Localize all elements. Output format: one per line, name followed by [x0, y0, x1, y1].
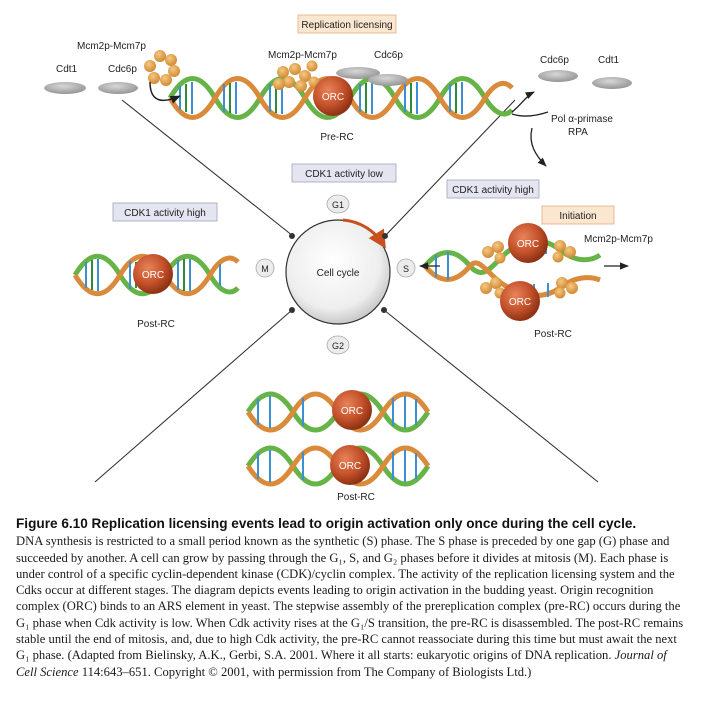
mcm-left-label: Mcm2p-Mcm7p	[77, 41, 146, 52]
orc-protein-bottom-lower	[330, 445, 370, 485]
caption-body: DNA synthesis is restricted to a small p…	[16, 533, 690, 680]
orc-protein-left	[133, 254, 173, 294]
phase-s-marker	[396, 258, 416, 278]
phase-g2-marker	[326, 335, 350, 355]
loading-arrow	[149, 81, 181, 104]
orc-right-upper-label: ORC	[517, 239, 539, 250]
replication-licensing-label: Replication licensing	[301, 20, 392, 31]
rpa-label: RPA	[568, 127, 588, 138]
orc-top-label: ORC	[322, 92, 344, 103]
post-rc-bottom-label: Post-RC	[337, 492, 375, 503]
mcm-complex-right	[480, 240, 578, 299]
cdt1-protein-right	[592, 77, 632, 89]
cdk-low-box	[291, 163, 397, 183]
cdc6-protein-top	[336, 67, 380, 79]
mcm-top-label: Mcm2p-Mcm7p	[268, 50, 337, 61]
free-licensing-factors	[44, 50, 181, 104]
phase-g1-label: G1	[332, 200, 344, 210]
replication-licensing-box	[297, 14, 397, 34]
cdc6-top-label: Cdc6p	[374, 50, 403, 61]
released-factors	[511, 70, 632, 167]
cdk-high-right-label: CDK1 activity high	[452, 185, 534, 196]
caption-journal: Journal of Cell Science	[16, 648, 667, 679]
cdt1-left-label: Cdt1	[56, 64, 78, 75]
phase-g1-marker	[326, 194, 350, 214]
dna-bottom-post-rc	[245, 390, 431, 487]
orc-right-lower-label: ORC	[509, 297, 531, 308]
mcm-complex-top	[273, 60, 320, 92]
orc-protein-bottom-upper	[332, 390, 372, 430]
cdt1-right-label: Cdt1	[598, 55, 620, 66]
dna-left-post-rc	[72, 253, 240, 297]
orc-bottom-lower-label: ORC	[339, 461, 361, 472]
cdk-high-right-box	[446, 179, 540, 199]
cdk-high-left-box	[112, 202, 218, 222]
cell-cycle-circle	[255, 194, 416, 355]
cdt1-protein-top	[368, 74, 408, 86]
cdt1-protein-left	[44, 82, 86, 94]
cdc6-right-label: Cdc6p	[540, 55, 569, 66]
phase-m-marker	[255, 258, 275, 278]
mcm-ring-left	[144, 50, 180, 86]
cycle-direction-arrow	[342, 218, 386, 249]
caption-citation: 114:643–651. Copyright © 2001, with perm…	[78, 664, 532, 679]
pre-rc-complex	[273, 60, 408, 116]
phase-m-label: M	[261, 264, 269, 274]
post-rc-right-label: Post-RC	[534, 329, 572, 340]
caption-text: DNA synthesis is restricted to a small p…	[16, 534, 684, 663]
caption-title: Figure 6.10 Replication licensing events…	[16, 516, 637, 531]
orc-protein-right-lower	[500, 281, 540, 321]
mcm-right-label: Mcm2p-Mcm7p	[584, 234, 653, 245]
cdc6-left-label: Cdc6p	[108, 64, 137, 75]
polymerase-arrow	[530, 127, 547, 167]
phase-s-label: S	[403, 264, 409, 274]
orc-protein-right-upper	[508, 223, 548, 263]
cell-cycle-label: Cell cycle	[317, 268, 360, 279]
cdc6-protein-right	[538, 70, 578, 82]
replication-licensing-diagram: Replication licensing Mcm2p-Mcm7p Cdt1 C…	[44, 14, 653, 503]
cross-lines	[94, 99, 599, 483]
label-boxes	[112, 14, 615, 225]
orc-bottom-upper-label: ORC	[341, 406, 363, 417]
initiation-box	[541, 205, 615, 225]
figure-caption: Figure 6.10 Replication licensing events…	[16, 516, 690, 680]
post-rc-left-label: Post-RC	[137, 319, 175, 330]
orc-protein-top	[313, 76, 353, 116]
phase-g2-label: G2	[332, 341, 344, 351]
dna-right-initiation	[419, 223, 629, 321]
cdk-low-label: CDK1 activity low	[305, 169, 384, 180]
pre-rc-label: Pre-RC	[320, 132, 353, 143]
cdk-high-left-label: CDK1 activity high	[124, 208, 206, 219]
initiation-label: Initiation	[559, 211, 596, 222]
cdc6-protein-left	[98, 82, 138, 94]
orc-left-label: ORC	[142, 270, 164, 281]
pol-primase-label: Pol α-primase	[551, 114, 613, 125]
